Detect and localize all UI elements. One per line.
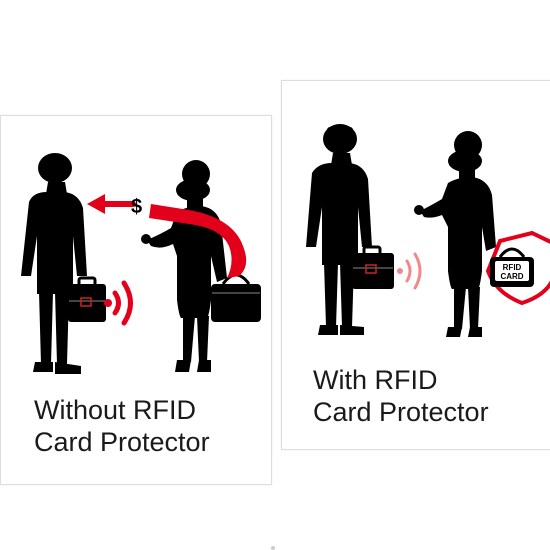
briefcase-icon — [352, 245, 394, 289]
stolen-money-arrow — [87, 194, 247, 278]
panel-without-protector: $ Without RFID Card Protector — [0, 115, 272, 485]
man-silhouette — [306, 124, 372, 335]
with-protector-illustration: RFID CARD — [306, 124, 550, 337]
shield-label-line1: RFID — [503, 263, 522, 272]
dollar-sign: $ — [131, 196, 142, 218]
rfid-signal-icon — [104, 280, 133, 326]
woman-silhouette — [141, 160, 227, 372]
briefcase-icon — [68, 276, 106, 322]
decorative-dot — [271, 546, 275, 550]
rfid-shield-icon: RFID CARD — [485, 230, 550, 306]
caption-with-protector: With RFID Card Protector — [313, 365, 489, 427]
shield-label-line2: CARD — [500, 272, 523, 281]
caption-without-protector: Without RFID Card Protector — [34, 395, 210, 457]
woman-silhouette — [414, 131, 496, 337]
handbag-icon — [211, 273, 261, 322]
panel-with-protector: RFID CARD With RFID Card Protector — [281, 80, 550, 450]
blocked-signal-icon — [397, 252, 422, 290]
without-protector-illustration: $ — [21, 153, 261, 374]
man-silhouette — [21, 153, 87, 374]
